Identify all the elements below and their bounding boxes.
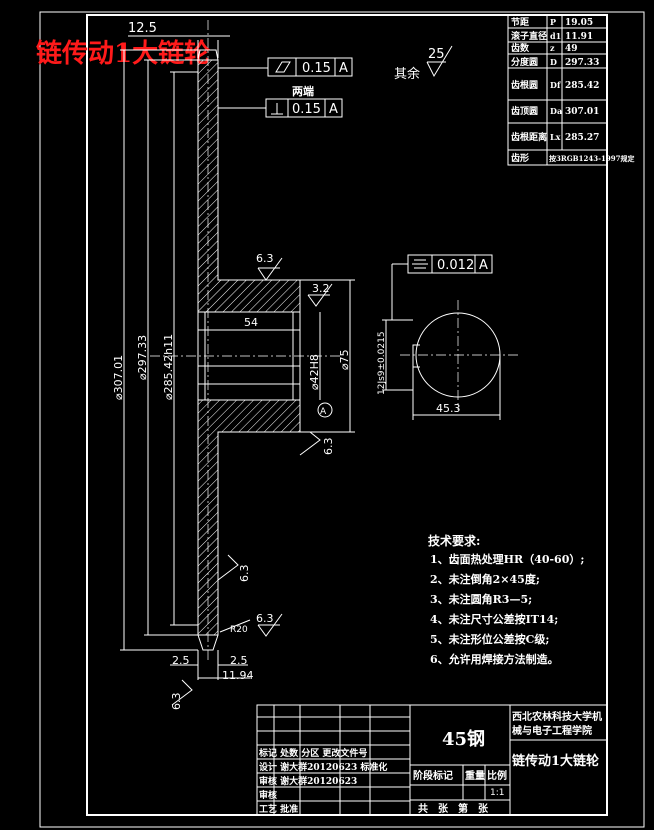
- rough-3: 6.3: [322, 438, 335, 456]
- perp-frame: 两端 0.15 A: [218, 84, 343, 118]
- param-name: 齿根圆: [511, 79, 538, 91]
- param-symbol: P: [550, 17, 556, 27]
- tb-weight: 重量: [465, 769, 485, 782]
- tb-scale-value: 1:1: [490, 788, 504, 798]
- dim-hub: ⌀75: [338, 349, 351, 370]
- tb-material: 45钢: [442, 728, 485, 750]
- tb-row-2: 设计 谢大群20120623 标准化: [259, 761, 387, 773]
- rest-label: 其余: [394, 66, 420, 82]
- runout-icon: [275, 61, 291, 73]
- note-2: 2、未注倒角2×45度;: [430, 572, 540, 586]
- rest-value: 25: [428, 47, 445, 62]
- roughness-symbols: 6.3 3.2 6.3 6.3 6.3 6.3: [170, 252, 335, 710]
- param-value: 11.91: [565, 32, 593, 42]
- perp-icon: [271, 103, 283, 115]
- tb-row-4: 审核: [259, 789, 277, 801]
- section-view: 54: [150, 20, 340, 660]
- param-name: 齿形: [511, 152, 529, 164]
- perp-note: 两端: [292, 84, 314, 98]
- note-5: 5、未注形位公差按C级;: [430, 632, 549, 646]
- outer-border: [39, 11, 645, 828]
- param-name: 滚子直径: [511, 30, 547, 42]
- bottom-dims: R20 2.5 2.5 11.94: [170, 619, 254, 682]
- rough-6: 6.3: [170, 693, 183, 711]
- param-value: 307.01: [565, 107, 599, 117]
- dim-top: 12.5: [128, 21, 230, 58]
- sym-datum: A: [479, 258, 488, 273]
- datum-label: A: [320, 407, 327, 417]
- dim-key-w: 12Js9±0.0215: [377, 331, 387, 395]
- title-block: 45钢 西北农林科技大学机 械与电子工程学院 链传动1大链轮 阶段标记 重量 比…: [256, 704, 608, 816]
- param-symbol: Lx: [550, 132, 561, 142]
- rough-5: 6.3: [256, 612, 274, 625]
- dim-key-d: 45.3: [436, 402, 461, 415]
- note-3: 3、未注圆角R3—5;: [430, 592, 532, 606]
- overlay-title: 链传动1大链轮: [36, 38, 210, 69]
- left-dims: ⌀307.01 ⌀297.33 ⌀285.42h11: [112, 49, 198, 651]
- param-value: 按3RGB1243-1997规定: [549, 154, 634, 163]
- runout-datum: A: [339, 61, 348, 76]
- datum-circle: [317, 402, 333, 418]
- roughness-rest: 其余 25: [394, 45, 453, 82]
- param-value: 285.42: [565, 81, 599, 91]
- param-value: 285.27: [565, 133, 599, 143]
- param-name: 分度圆: [511, 56, 538, 68]
- dim-top-text: 12.5: [128, 21, 157, 36]
- bore-detail: 12Js9±0.0215 45.3 0.012 A: [377, 254, 520, 420]
- dim-d: ⌀297.33: [136, 335, 149, 380]
- dim-da: ⌀307.01: [112, 355, 125, 400]
- dim-r: R20: [230, 625, 248, 635]
- param-symbol: D: [550, 57, 557, 67]
- param-symbol: Df: [550, 80, 561, 90]
- rough-4: 6.3: [238, 565, 251, 583]
- param-name: 节距: [511, 16, 529, 28]
- dim-len: 54: [244, 316, 258, 329]
- note-6: 6、允许用焊接方法制造。: [430, 652, 559, 666]
- symmetry-icon: [412, 259, 428, 269]
- rough-1: 6.3: [256, 252, 274, 265]
- tb-row-5: 工艺 批准: [259, 803, 298, 815]
- perp-value: 0.15: [292, 102, 321, 117]
- dim-df: ⌀285.42h11: [162, 334, 175, 400]
- note-4: 4、未注尺寸公差按IT14;: [430, 612, 558, 626]
- tb-scale-label: 比例: [487, 769, 507, 782]
- tb-sheet: 共 张 第 张: [418, 802, 489, 815]
- param-name: 齿数: [511, 42, 530, 54]
- hub-dims: ⌀75 ⌀42H8 A: [300, 279, 355, 433]
- perp-datum: A: [329, 102, 338, 117]
- tb-row-1: 标记 处数 分区 更改文件号: [258, 747, 367, 759]
- param-value: 297.33: [565, 58, 599, 68]
- tb-school-2: 械与电子工程学院: [512, 724, 592, 737]
- dim-bore: ⌀42H8: [308, 354, 321, 390]
- dim-width: 11.94: [222, 669, 254, 682]
- tb-stage: 阶段标记: [413, 769, 453, 782]
- param-value: 19.05: [565, 18, 593, 28]
- tb-row-3: 审核 谢大群20120623: [259, 775, 357, 787]
- runout-value: 0.15: [302, 61, 331, 76]
- param-name: 齿顶圆: [511, 105, 538, 117]
- dim-left: 2.5: [172, 654, 190, 667]
- notes-heading: 技术要求:: [428, 533, 480, 548]
- param-value: 49: [565, 44, 578, 54]
- tb-school-1: 西北农林科技大学机: [512, 710, 602, 723]
- tech-notes: 技术要求: 1、齿面热处理HR（40-60）; 2、未注倒角2×45度; 3、未…: [428, 533, 584, 666]
- rough-2: 3.2: [312, 282, 330, 295]
- param-symbol: d1: [550, 31, 561, 41]
- param-symbol: z: [550, 43, 555, 53]
- sym-value: 0.012: [437, 258, 474, 273]
- param-name: 齿根距离: [511, 131, 547, 143]
- param-symbol: Da: [550, 106, 562, 116]
- note-1: 1、齿面热处理HR（40-60）;: [430, 552, 584, 566]
- dim-right: 2.5: [230, 654, 248, 667]
- runout-frame: 0.15 A: [218, 57, 353, 77]
- tb-part-name: 链传动1大链轮: [511, 753, 599, 769]
